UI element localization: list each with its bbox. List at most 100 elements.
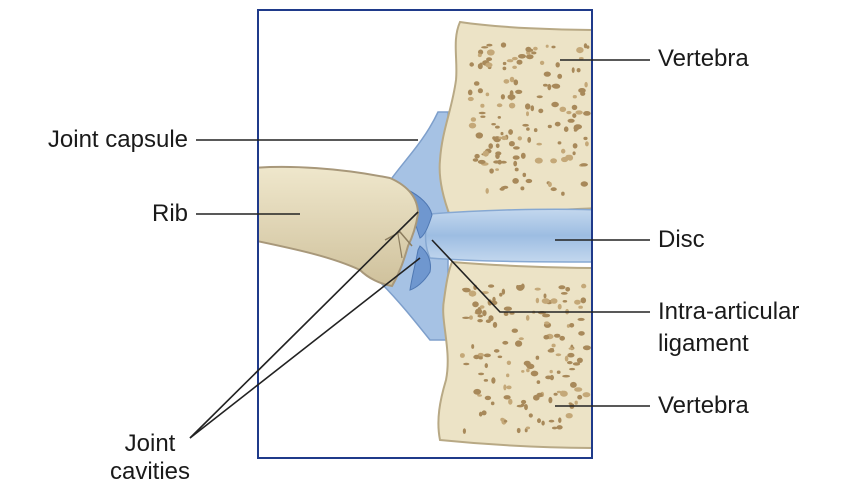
marrow-spot <box>504 395 511 399</box>
marrow-spot <box>568 119 575 123</box>
marrow-spot <box>491 402 495 406</box>
marrow-spot <box>478 54 482 58</box>
marrow-spot <box>473 158 479 161</box>
marrow-spot <box>554 334 560 338</box>
marrow-spot <box>572 67 575 73</box>
marrow-spot <box>512 66 517 69</box>
marrow-spot <box>507 361 511 365</box>
marrow-spot <box>502 341 508 345</box>
marrow-spot <box>525 47 531 52</box>
marrow-spot <box>537 393 543 398</box>
marrow-spot <box>481 46 488 48</box>
marrow-spot <box>510 77 515 83</box>
marrow-spot <box>544 294 547 299</box>
marrow-spot <box>517 60 523 65</box>
marrow-spot <box>523 173 527 177</box>
marrow-spot <box>543 84 548 87</box>
marrow-spot <box>514 79 519 85</box>
marrow-spot <box>485 396 491 400</box>
marrow-spot <box>502 289 505 295</box>
marrow-spot <box>565 356 569 362</box>
marrow-spot <box>543 335 549 340</box>
marrow-spot <box>513 161 517 167</box>
marrow-spot <box>504 307 512 311</box>
label-intra-articular-line1: Intra-articular <box>658 298 799 326</box>
marrow-spot <box>504 79 510 84</box>
marrow-spot <box>569 402 572 404</box>
marrow-spot <box>462 317 470 319</box>
marrow-spot <box>506 386 511 390</box>
marrow-spot <box>546 45 549 48</box>
marrow-spot <box>482 410 487 415</box>
marrow-spot <box>535 158 543 164</box>
marrow-spot <box>537 418 541 423</box>
marrow-spot <box>480 104 484 108</box>
marrow-spot <box>524 404 528 410</box>
marrow-spot <box>548 182 552 187</box>
marrow-spot <box>515 90 522 94</box>
marrow-spot <box>496 144 500 149</box>
marrow-spot <box>515 340 522 346</box>
intervertebral-disc <box>426 209 601 262</box>
marrow-spot <box>552 84 560 88</box>
marrow-spot <box>512 57 518 60</box>
marrow-spot <box>534 128 538 132</box>
marrow-spot <box>575 110 582 114</box>
marrow-spot <box>493 160 500 163</box>
marrow-spot <box>547 84 551 90</box>
marrow-spot <box>485 63 492 68</box>
marrow-spot <box>482 310 486 316</box>
marrow-spot <box>488 284 494 287</box>
marrow-spot <box>503 67 507 71</box>
marrow-spot <box>551 187 557 191</box>
marrow-spot <box>498 356 503 359</box>
label-intra-articular-line2: ligament <box>658 330 749 358</box>
marrow-spot <box>491 123 496 125</box>
marrow-spot <box>478 373 484 376</box>
marrow-spot <box>476 132 483 138</box>
marrow-spot <box>561 157 568 162</box>
marrow-spot <box>524 361 531 366</box>
marrow-spot <box>556 353 562 356</box>
marrow-spot <box>522 124 529 127</box>
marrow-spot <box>478 160 486 164</box>
marrow-spot <box>509 141 515 146</box>
marrow-spot <box>508 129 513 135</box>
marrow-spot <box>578 306 583 309</box>
marrow-spot <box>549 420 555 423</box>
marrow-spot <box>576 47 583 53</box>
marrow-spot <box>533 47 538 51</box>
marrow-spot <box>489 168 494 173</box>
marrow-spot <box>555 122 561 127</box>
marrow-spot <box>517 405 524 408</box>
marrow-spot <box>584 82 587 88</box>
marrow-spot <box>471 117 476 122</box>
marrow-spot <box>573 95 577 98</box>
marrow-spot <box>472 301 479 307</box>
marrow-spot <box>581 284 586 289</box>
marrow-spot <box>495 126 500 129</box>
marrow-spot <box>575 401 578 405</box>
marrow-spot <box>487 49 495 55</box>
marrow-spot <box>486 44 492 47</box>
marrow-spot <box>480 305 485 308</box>
marrow-spot <box>508 94 516 100</box>
marrow-spot <box>518 54 526 59</box>
marrow-spot <box>572 105 578 110</box>
label-joint-capsule: Joint capsule <box>0 126 188 154</box>
marrow-spot <box>515 168 519 172</box>
marrow-spot <box>493 322 497 328</box>
marrow-spot <box>463 363 469 366</box>
marrow-spot <box>542 298 550 304</box>
marrow-spot <box>491 377 495 383</box>
marrow-spot <box>583 392 591 397</box>
marrow-spot <box>544 321 549 324</box>
marrow-spot <box>521 400 526 404</box>
marrow-spot <box>463 428 466 434</box>
marrow-spot <box>506 374 509 378</box>
marrow-spot <box>460 353 465 358</box>
label-rib: Rib <box>0 200 188 228</box>
marrow-spot <box>486 93 490 97</box>
marrow-spot <box>526 54 534 59</box>
